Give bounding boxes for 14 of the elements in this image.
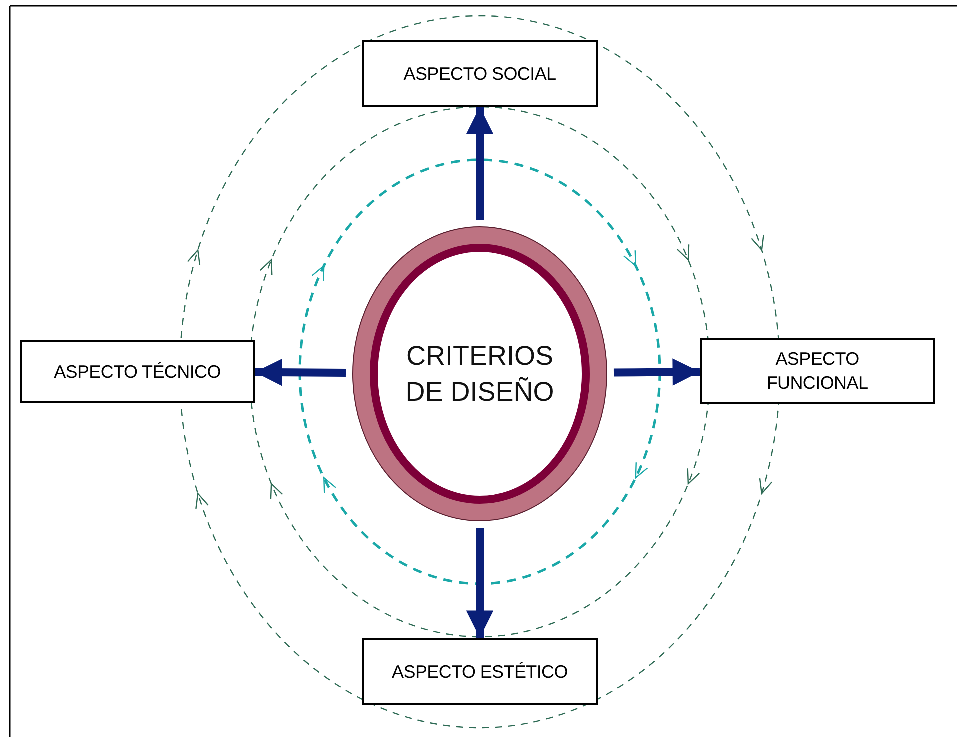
arrow	[614, 358, 700, 386]
box-label: ASPECTO SOCIAL	[404, 62, 556, 86]
box-label: ASPECTO TÉCNICO	[54, 360, 221, 384]
box-label: ASPECTO FUNCIONAL	[766, 348, 870, 395]
arrow	[254, 358, 346, 386]
aspect-box	[362, 40, 598, 107]
aspect-box	[700, 338, 935, 404]
center-label: CRITERIOS DE DISEÑO	[405, 340, 555, 409]
box-label: ASPECTO ESTÉTICO	[392, 660, 568, 684]
arrow	[466, 107, 494, 220]
aspect-box	[362, 638, 598, 705]
aspect-box	[20, 340, 255, 403]
arrow	[466, 528, 494, 638]
center-ring	[352, 226, 608, 522]
